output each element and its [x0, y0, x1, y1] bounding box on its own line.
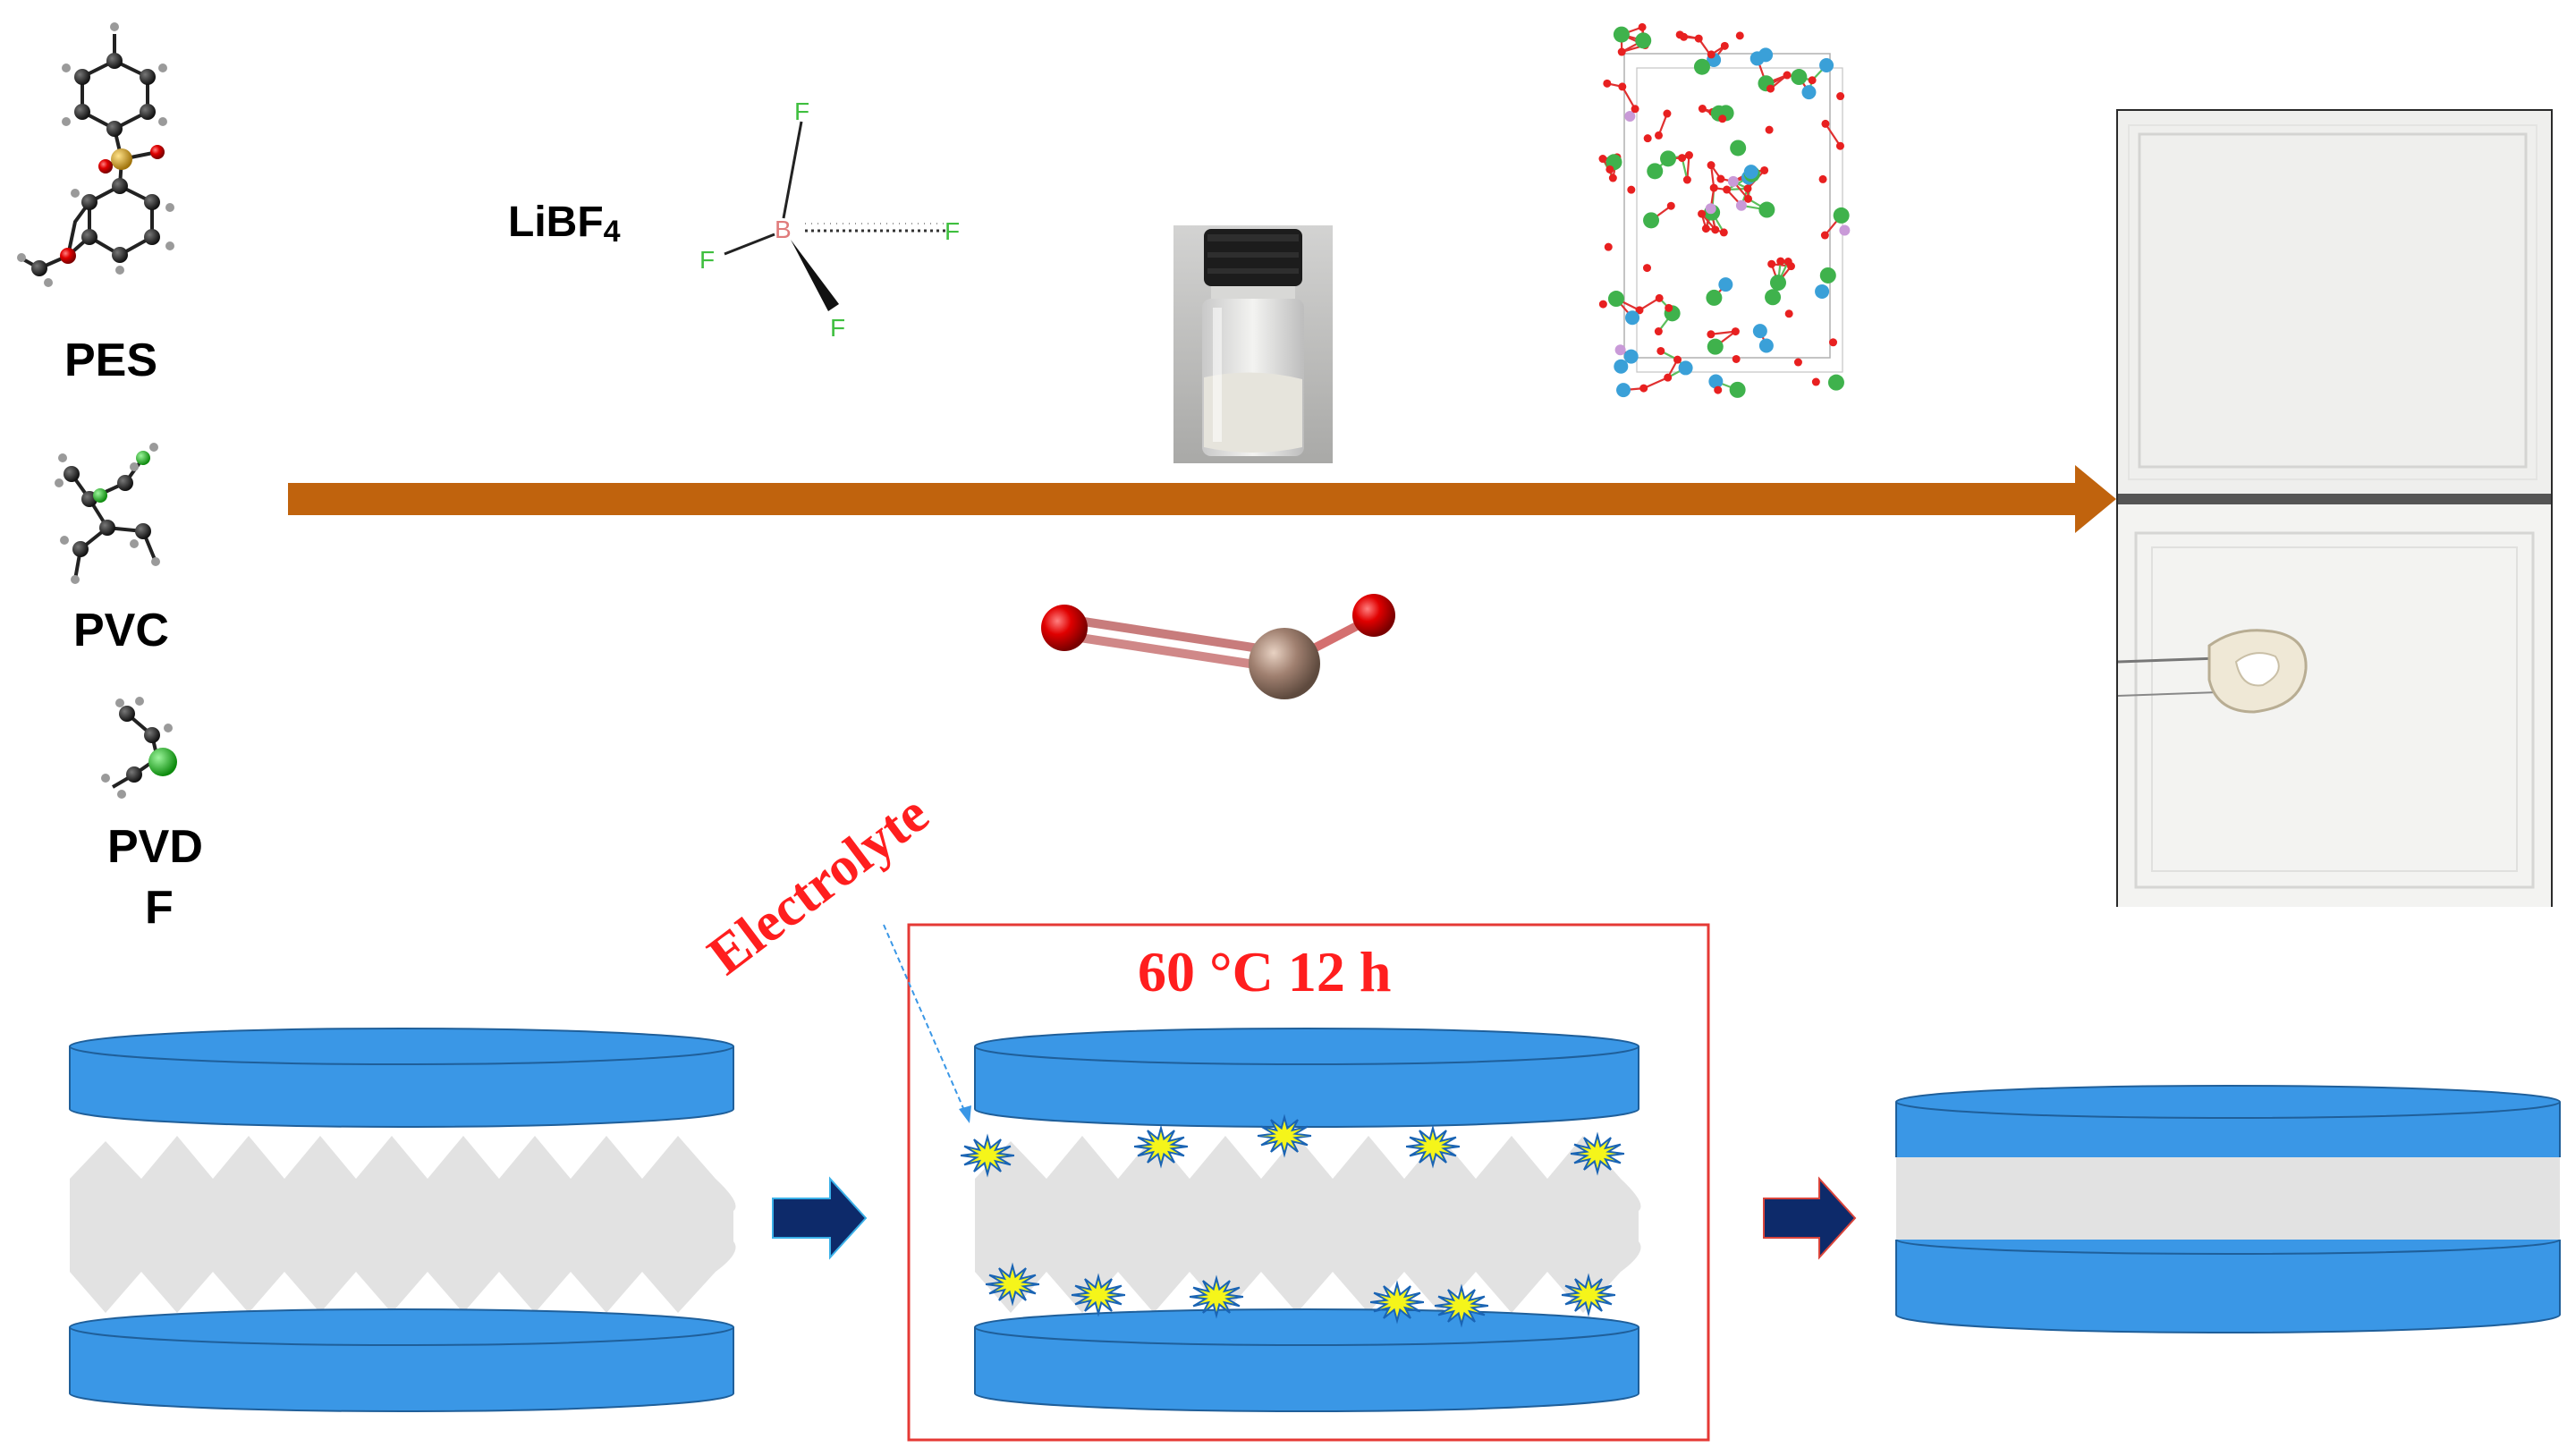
process-arrow: [288, 465, 2116, 533]
electrolyte-pointer: [883, 924, 971, 1123]
bf4-atom-f-top: F: [794, 97, 809, 125]
pvc-molecule-icon: [55, 443, 160, 584]
pvc-label: PVC: [73, 605, 169, 656]
membrane-photo-icon: [2116, 109, 2553, 907]
bf4-atom-f-left: F: [699, 246, 715, 274]
co2-molecule-icon: [1041, 594, 1395, 699]
smooth-membrane: [1896, 1157, 2560, 1240]
bf4-structure-icon: F F F F B: [699, 97, 960, 342]
bottom-plate: [1895, 1239, 2561, 1333]
top-plate: [69, 1028, 734, 1128]
pes-label: PES: [64, 334, 157, 386]
step-arrow-1: [772, 1176, 868, 1260]
libf4-label: LiBF4: [508, 199, 621, 249]
electrolyte-label: Electrolyte: [698, 783, 940, 987]
pvdf-label-line2: F: [145, 882, 174, 934]
top-plate: [974, 1028, 1639, 1128]
bf4-atom-f-right: F: [945, 217, 960, 245]
vial-photo-icon: [1173, 225, 1333, 463]
step-arrow-2: [1763, 1176, 1857, 1260]
bf4-atom-b: B: [775, 216, 792, 243]
assembly-after: [1895, 1085, 2561, 1333]
pvdf-label-line1: PVD: [107, 821, 203, 873]
assembly-before: [69, 1028, 736, 1412]
top-plate: [1895, 1085, 2561, 1157]
bf4-atom-f-bottom: F: [830, 314, 845, 342]
rough-membrane: [975, 1136, 1641, 1313]
heating-box: [907, 923, 1710, 1442]
rough-membrane: [70, 1136, 736, 1313]
electrolyte-starbursts: [960, 1113, 1625, 1328]
condition-label: 60 °C 12 h: [1138, 940, 1391, 1003]
pes-molecule-icon: [17, 22, 174, 287]
assembly-during: [960, 1028, 1641, 1412]
crystal-structure-icon: [1598, 22, 1851, 398]
libf4-main: LiBF: [508, 199, 604, 246]
bottom-plate: [974, 1308, 1639, 1412]
bottom-plate: [69, 1308, 734, 1412]
libf4-subscript: 4: [604, 215, 621, 249]
pvdf-molecule-icon: [101, 697, 177, 799]
